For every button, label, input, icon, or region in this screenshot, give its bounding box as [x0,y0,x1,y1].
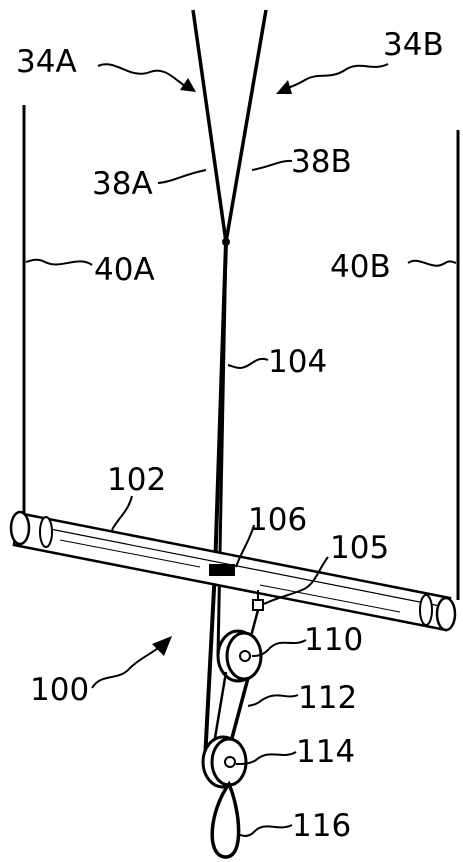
label-38A: 38A [92,166,153,202]
clamp-106 [209,564,235,576]
label-40B: 40B [330,249,391,285]
arrowhead-34B [276,80,292,94]
line-112-inner [213,671,228,739]
label-38B: 38B [291,144,352,180]
fitting-105 [248,590,264,641]
label-105: 105 [330,530,389,566]
label-104: 104 [268,344,327,380]
label-102: 102 [107,462,166,498]
arrowhead-34A [180,78,196,92]
line-104-left-run [203,569,217,761]
label-116: 116 [292,808,351,844]
label-114: 114 [296,734,355,770]
line-112 [230,677,250,739]
leader-lines [25,63,457,837]
pulley-110 [216,629,263,683]
label-106: 106 [248,502,307,538]
line-38B [224,9,268,243]
label-110: 110 [304,622,363,658]
pulley-114 [201,735,248,789]
loop-116 [210,780,241,859]
label-112: 112 [298,680,357,716]
arrowhead-100 [152,636,172,656]
label-34A: 34A [16,44,77,80]
label-100: 100 [30,672,89,708]
label-34B: 34B [383,27,444,63]
label-40A: 40A [94,252,155,288]
line-38A [191,9,228,243]
